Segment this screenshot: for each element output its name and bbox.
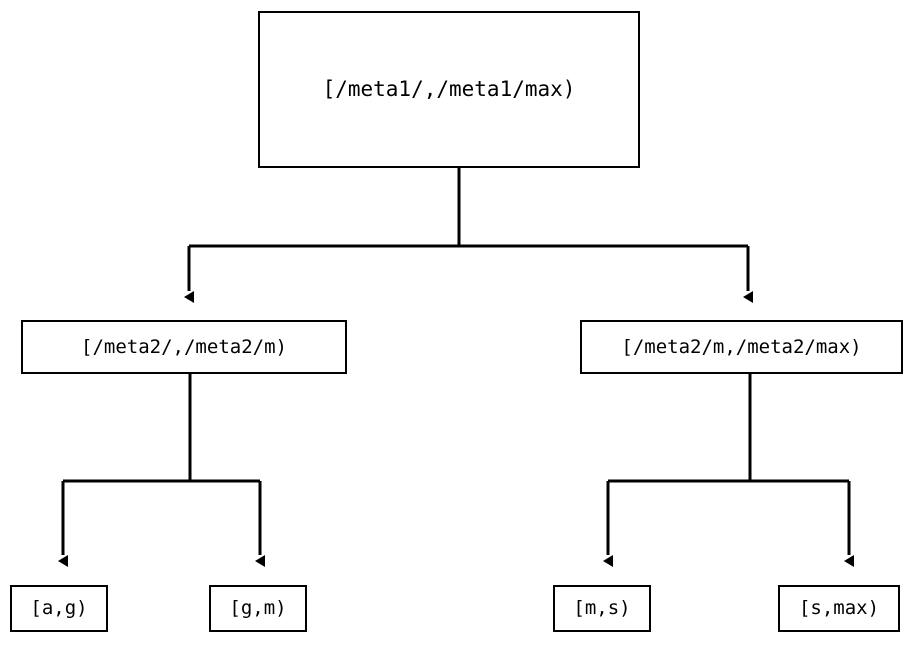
edge-right-mid-to-leaves [603, 374, 854, 567]
node-label-leaf-1: [a,g) [30, 597, 88, 619]
node-label-left-mid: [/meta2/,/meta2/m) [81, 335, 287, 358]
edge-root-to-mid-level [184, 168, 753, 303]
tree-node-left-mid[interactable]: [/meta2/,/meta2/m) [21, 320, 347, 374]
node-label-right-mid: [/meta2/m,/meta2/max) [621, 335, 862, 358]
tree-node-root[interactable]: [/meta1/,/meta1/max) [258, 11, 640, 168]
node-label-leaf-4: [s,max) [798, 597, 880, 619]
tree-node-leaf-4[interactable]: [s,max) [778, 585, 900, 632]
node-label-leaf-3: [m,s) [573, 597, 631, 619]
tree-node-right-mid[interactable]: [/meta2/m,/meta2/max) [580, 320, 903, 374]
node-label-root: [/meta1/,/meta1/max) [322, 77, 576, 101]
tree-node-leaf-3[interactable]: [m,s) [553, 585, 651, 632]
edge-left-mid-to-leaves [58, 374, 265, 567]
node-label-leaf-2: [g,m) [229, 597, 287, 619]
tree-node-leaf-1[interactable]: [a,g) [10, 585, 108, 632]
tree-node-leaf-2[interactable]: [g,m) [209, 585, 307, 632]
